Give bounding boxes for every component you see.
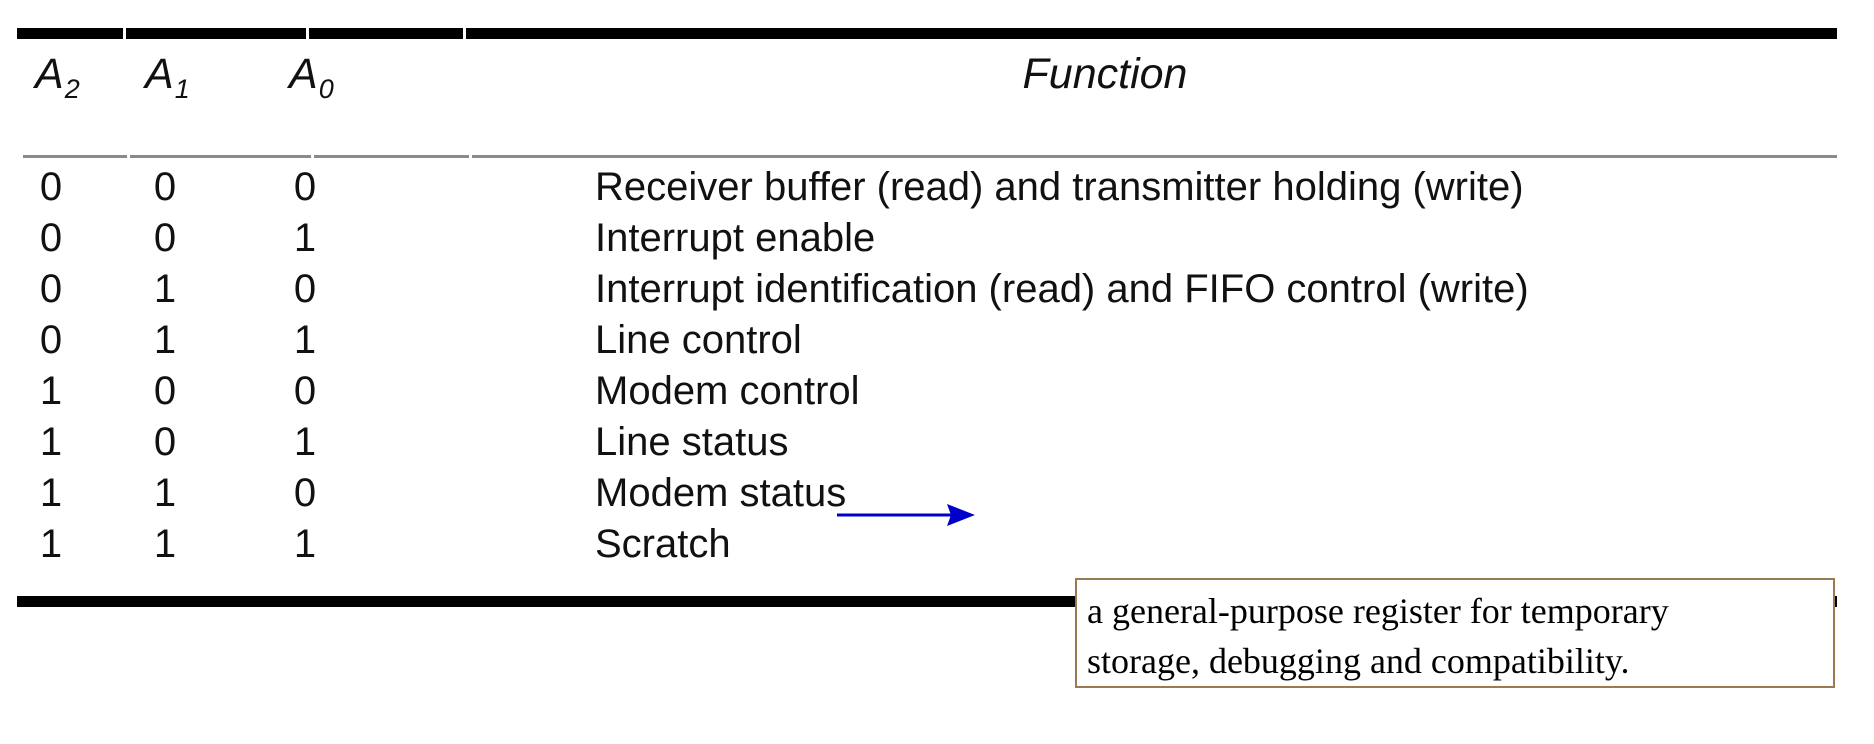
annotation-line-2: storage, debugging and compatibility. [1087, 641, 1630, 681]
cell-a1: 1 [153, 318, 177, 362]
table-row: 0 0 1 Interrupt enable [17, 213, 1837, 264]
cell-a1: 0 [153, 369, 177, 413]
cell-a1: 1 [153, 471, 177, 515]
cell-a2: 0 [39, 216, 63, 260]
annotation-line-1: a general-purpose register for temporary [1087, 591, 1669, 631]
column-header-a0-text: A [289, 50, 318, 98]
column-header-a2-subscript: 2 [64, 74, 80, 104]
cell-a0: 1 [293, 318, 317, 362]
cell-a0: 0 [293, 369, 317, 413]
cell-a0: 1 [293, 420, 317, 464]
table-header-row: A2 A1 A0 Function [17, 50, 1837, 108]
table-row: 1 1 0 Modem status [17, 468, 1837, 519]
table-row: 1 0 0 Modem control [17, 366, 1837, 417]
cell-a1: 0 [153, 165, 177, 209]
table-row: 1 0 1 Line status [17, 417, 1837, 468]
cell-a2: 0 [39, 267, 63, 311]
cell-function: Interrupt enable [595, 216, 876, 260]
cell-a0: 1 [293, 522, 317, 566]
cell-a1: 0 [153, 420, 177, 464]
table-bottom-rule [17, 596, 1837, 607]
column-header-function: Function [1022, 50, 1188, 98]
cell-function: Receiver buffer (read) and transmitter h… [595, 165, 1524, 209]
cell-function: Line status [595, 420, 789, 464]
cell-a2: 1 [39, 369, 63, 413]
table-top-rule [17, 28, 1838, 39]
column-header-a2: A2 [35, 50, 80, 104]
column-header-a2-text: A [35, 50, 64, 98]
cell-a0: 0 [293, 165, 317, 209]
table-row: 0 1 1 Line control [17, 315, 1837, 366]
cell-a2: 1 [39, 471, 63, 515]
table-header-rule [23, 155, 1838, 158]
cell-a0: 0 [293, 471, 317, 515]
table-row: 1 1 1 Scratch [17, 519, 1837, 570]
cell-function: Interrupt identification (read) and FIFO… [595, 267, 1529, 311]
table-body: 0 0 0 Receiver buffer (read) and transmitte… [17, 162, 1837, 570]
cell-function: Line control [595, 318, 802, 362]
annotation-arrow-icon [837, 504, 975, 526]
column-header-a1-text: A [145, 50, 174, 98]
cell-function: Scratch [595, 522, 731, 566]
cell-a2: 1 [39, 420, 63, 464]
cell-a1: 0 [153, 216, 177, 260]
cell-a2: 0 [39, 165, 63, 209]
cell-a2: 0 [39, 318, 63, 362]
column-header-a1: A1 [145, 50, 190, 104]
column-header-a0: A0 [289, 50, 334, 104]
cell-function: Modem control [595, 369, 860, 413]
cell-function: Modem status [595, 471, 847, 515]
cell-a0: 0 [293, 267, 317, 311]
column-header-a0-subscript: 0 [318, 74, 334, 104]
table-row: 0 0 0 Receiver buffer (read) and transmitte… [17, 162, 1837, 213]
annotation-callout-box: a general-purpose register for temporary… [1075, 578, 1835, 688]
cell-a1: 1 [153, 267, 177, 311]
table-row: 0 1 0 Interrupt identification (read) and F… [17, 264, 1837, 315]
cell-a2: 1 [39, 522, 63, 566]
cell-a1: 1 [153, 522, 177, 566]
column-header-a1-subscript: 1 [174, 74, 190, 104]
cell-a0: 1 [293, 216, 317, 260]
